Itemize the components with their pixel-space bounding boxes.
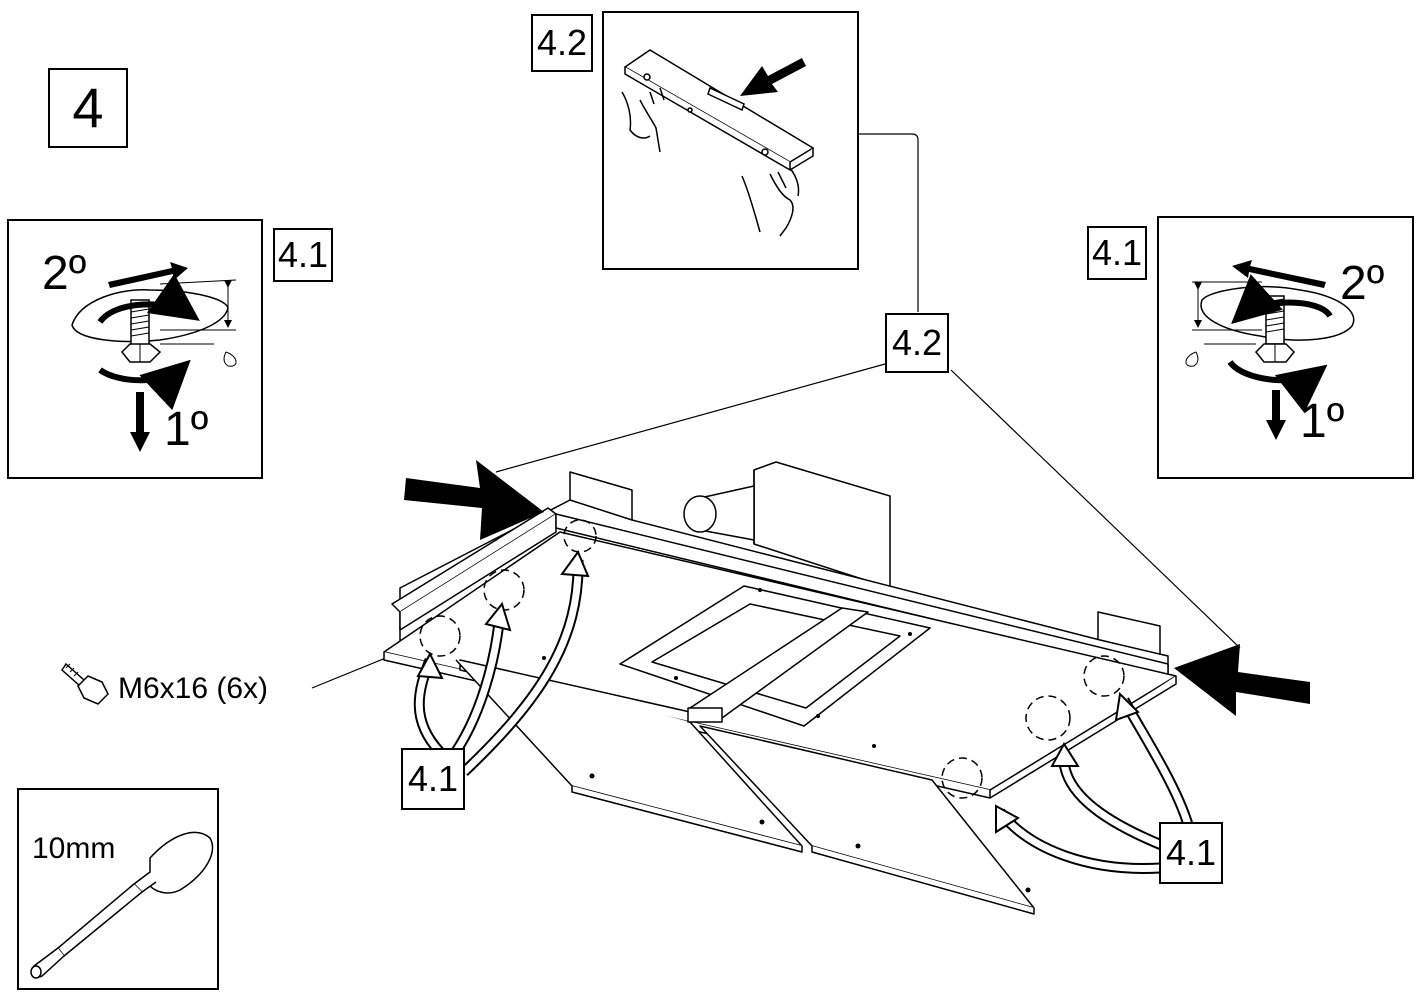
push-arrow-left-icon xyxy=(404,460,544,540)
detail-panel-4-1-left xyxy=(7,219,263,479)
order-1st-right: 1º xyxy=(1300,395,1345,448)
arrow-1st-icon xyxy=(1266,390,1286,440)
order-2nd-right: 2º xyxy=(1340,257,1385,310)
hood-assembly xyxy=(383,461,1177,915)
label-4-1-right-panel: 4.1 xyxy=(1087,226,1147,280)
arrow-1st-icon xyxy=(130,392,150,452)
label-4-2-panel: 4.2 xyxy=(531,14,593,72)
tool-size-label: 10mm xyxy=(32,832,116,865)
label-4-1-left-main: 4.1 xyxy=(401,748,465,810)
screw-m6-icon xyxy=(61,662,109,705)
arrow-2nd-icon xyxy=(1232,260,1326,288)
nut-driver-icon xyxy=(30,831,214,979)
leader-lines xyxy=(311,133,1241,689)
tool-panel xyxy=(17,788,219,990)
push-arrow-right-icon xyxy=(1174,644,1310,716)
arrow-2nd-icon xyxy=(108,262,188,288)
hand-right-icon xyxy=(741,167,800,237)
label-4-1-right-main: 4.1 xyxy=(1159,822,1223,884)
step-number: 4 xyxy=(48,68,128,148)
order-2nd-left: 2º xyxy=(42,247,87,300)
label-4-2-main: 4.2 xyxy=(885,313,949,373)
rail-part xyxy=(623,49,815,172)
screw-spec-label: M6x16 (6x) xyxy=(118,672,269,705)
order-1st-left: 1º xyxy=(164,403,209,456)
detail-panel-4-1-right xyxy=(1157,216,1414,479)
hand-left-icon xyxy=(621,87,665,153)
screw-points xyxy=(419,519,1125,799)
label-4-1-left-panel: 4.1 xyxy=(273,228,333,282)
push-arrow-icon xyxy=(740,58,806,96)
detail-panel-4-2 xyxy=(602,11,859,270)
